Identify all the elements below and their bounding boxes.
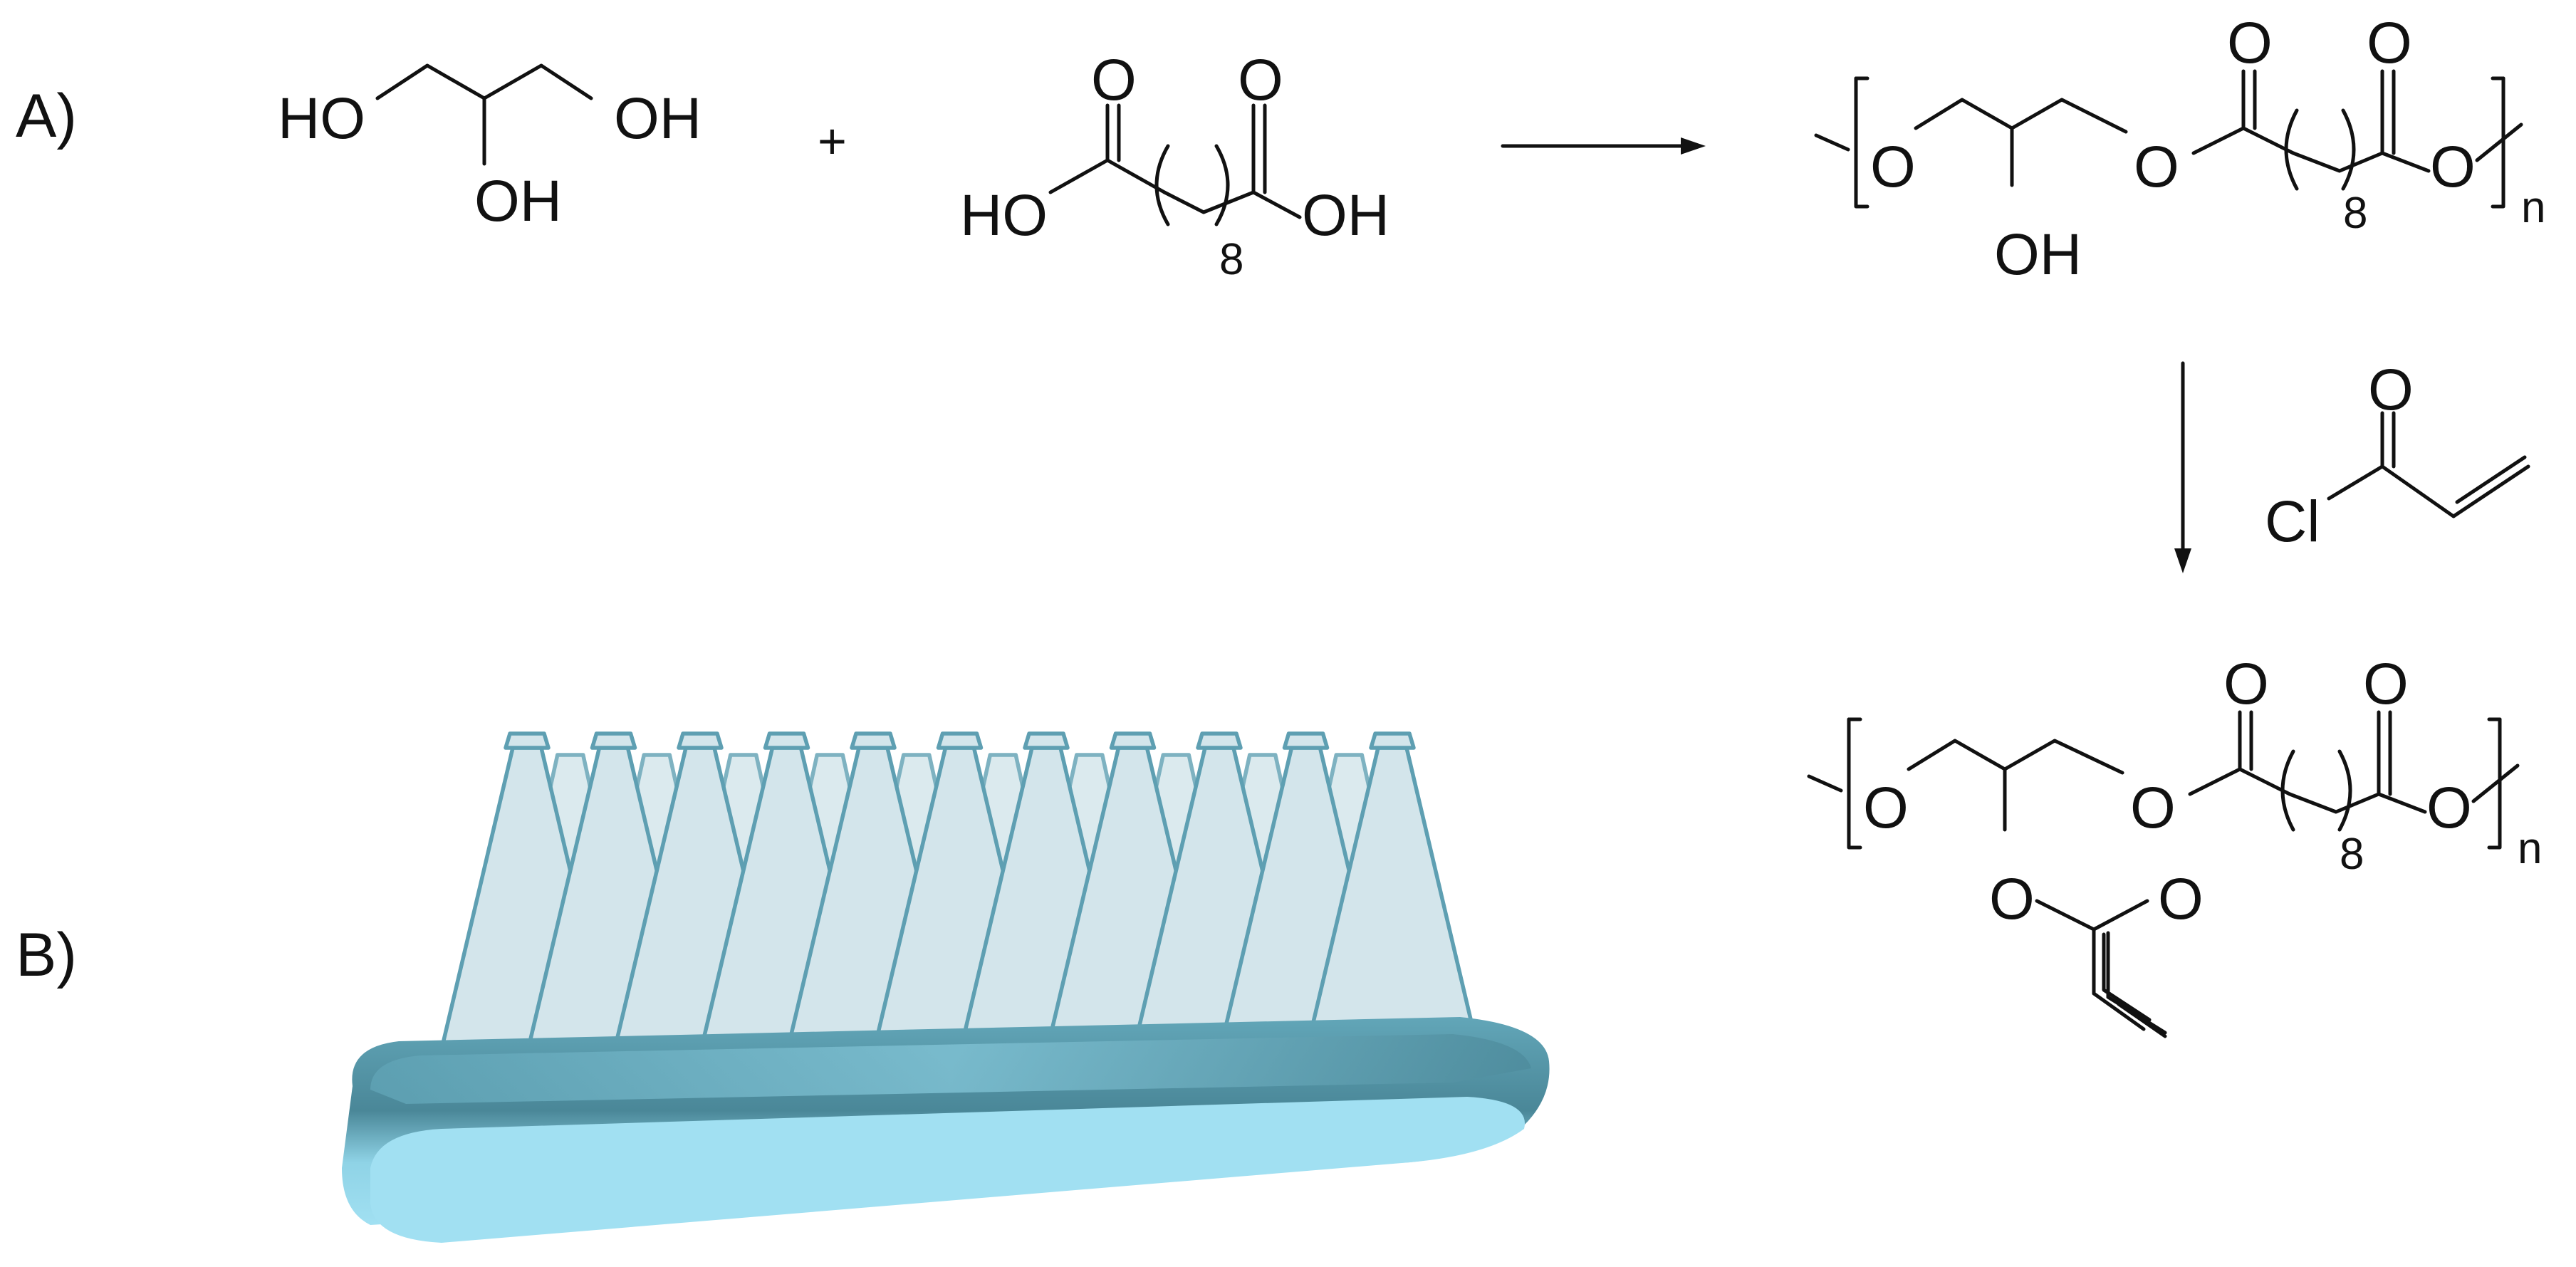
pgs-repeat-count: 8 <box>2343 189 2367 238</box>
sebacic-o-left: O <box>1091 48 1137 113</box>
pgsa-o-top2: O <box>2363 652 2409 716</box>
pgsa-repeat-count: 8 <box>2340 830 2364 879</box>
microneedle-tip-icon <box>1023 731 1070 750</box>
pgs-n: n <box>2521 183 2545 232</box>
pgsa-o-left: O <box>1863 776 1909 840</box>
pgsa-o-right: O <box>2426 776 2472 840</box>
pgs-polymer-structure: O O O O O OH 8 n <box>1814 11 2545 287</box>
pgsa-o-carbonyl: O <box>2158 867 2204 932</box>
microneedle-tip-icon <box>763 731 810 750</box>
panel-label-a: A) <box>16 82 77 150</box>
microneedle-tip-icon <box>504 731 551 750</box>
reagent-cl: Cl <box>2265 489 2320 554</box>
pgs-o-top1: O <box>2227 11 2273 75</box>
reaction-arrow-vertical <box>2174 361 2191 573</box>
microneedle-tip-icon <box>1196 731 1243 750</box>
microneedle-array <box>441 731 1479 1046</box>
pgs-oh: OH <box>1994 222 2082 287</box>
sebacic-oh: OH <box>1302 183 1389 248</box>
microneedle-tip-icon <box>1282 731 1330 750</box>
microneedle-tip-icon <box>1109 731 1157 750</box>
pgs-o-top2: O <box>2367 11 2412 75</box>
pgsa-o-top1: O <box>2223 652 2269 716</box>
sebacic-ho: HO <box>960 183 1048 248</box>
pgsa-acrylate-vinyl <box>2106 931 2167 1038</box>
sebacic-acid-structure: O O HO OH 8 <box>960 48 1389 284</box>
acryloyl-chloride-structure: O Cl <box>2265 358 2530 554</box>
reagent-o: O <box>2368 358 2414 422</box>
pgsa-o-side: O <box>1989 867 2035 932</box>
plus-sign: + <box>818 113 847 169</box>
glycerol-oh-bottom: OH <box>474 169 562 234</box>
sebacic-repeat-count: 8 <box>1219 235 1243 284</box>
glycerol-structure: HO OH OH <box>278 63 702 234</box>
microneedle-tip-icon <box>936 731 984 750</box>
microneedle-tip-icon <box>1369 731 1416 750</box>
panel-label-b: B) <box>16 921 77 989</box>
pgsa-polymer-structure: O O O O O O O 8 n <box>1807 652 2542 1031</box>
glycerol-ho-left: HO <box>278 86 365 151</box>
microneedle-tip-icon <box>677 731 724 750</box>
pgs-o-right: O <box>2430 135 2476 199</box>
microneedle-tip-icon <box>850 731 897 750</box>
sebacic-o-right: O <box>1238 48 1283 113</box>
pgsa-n: n <box>2518 824 2542 873</box>
pgsa-o-mid: O <box>2130 776 2176 840</box>
microneedle-tip-icon <box>590 731 637 750</box>
patch-base <box>342 1017 1550 1243</box>
reaction-arrow-horizontal <box>1501 137 1706 155</box>
glycerol-oh-right: OH <box>614 86 702 151</box>
pgs-o-mid: O <box>2134 135 2179 199</box>
pgs-o-left: O <box>1870 135 1916 199</box>
